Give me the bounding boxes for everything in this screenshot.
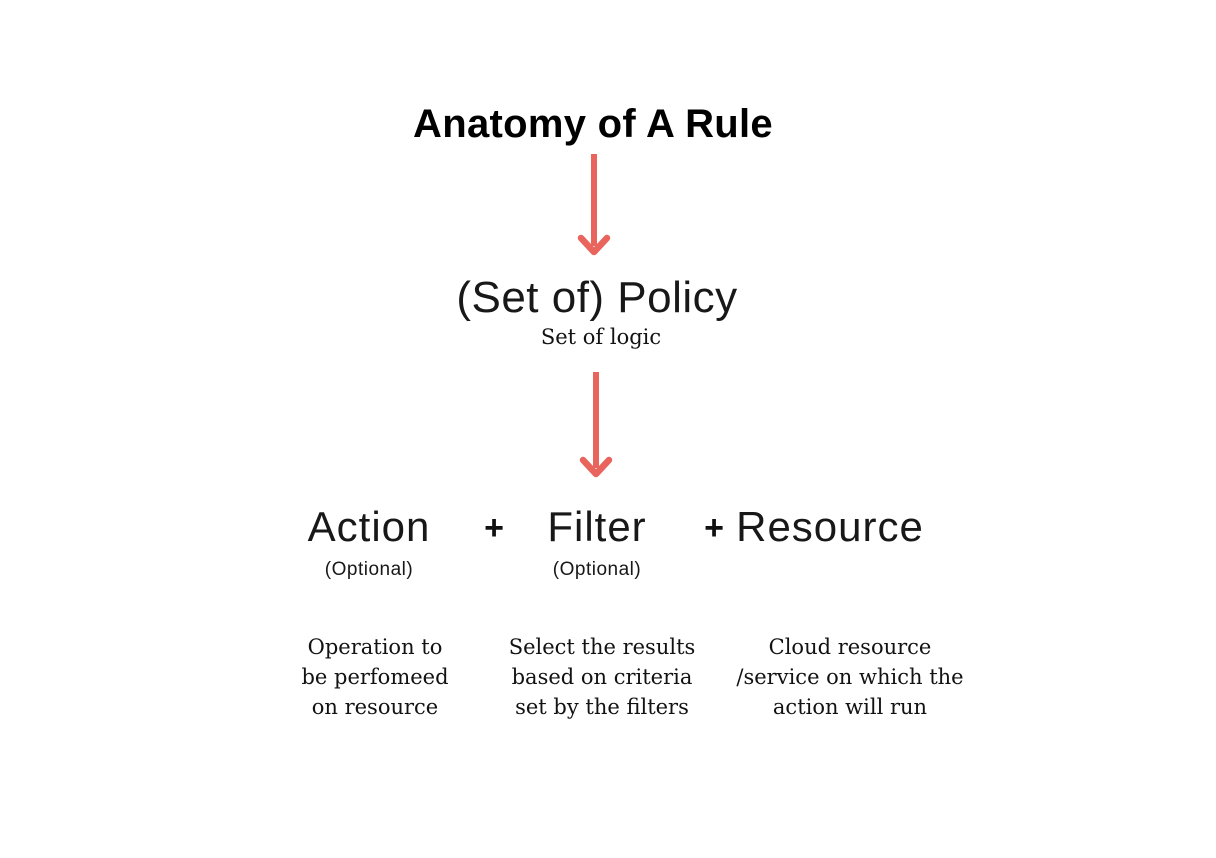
component-label-filter: Filter — [547, 503, 647, 550]
arrow-down-icon — [572, 152, 616, 258]
component-description-resource: Cloud resource /service on which the act… — [736, 635, 964, 719]
plus-operator: + — [484, 509, 504, 547]
arrow-head — [579, 456, 613, 478]
arrow-down-icon — [574, 370, 618, 482]
component-label-resource: Resource — [736, 503, 924, 550]
plus-operator: + — [704, 509, 724, 547]
policy-heading: (Set of) Policy — [456, 273, 738, 322]
optional-note-action: (Optional) — [324, 559, 414, 580]
diagram-title: Anatomy of A Rule — [413, 102, 773, 146]
optional-note-filter: (Optional) — [552, 559, 642, 580]
component-description-action: Operation to be perfomeed on resource — [301, 635, 449, 719]
policy-subtitle: Set of logic — [540, 325, 662, 349]
component-label-action: Action — [307, 503, 431, 550]
arrow-head — [577, 234, 611, 256]
component-description-filter: Select the results based on criteria set… — [508, 635, 696, 719]
